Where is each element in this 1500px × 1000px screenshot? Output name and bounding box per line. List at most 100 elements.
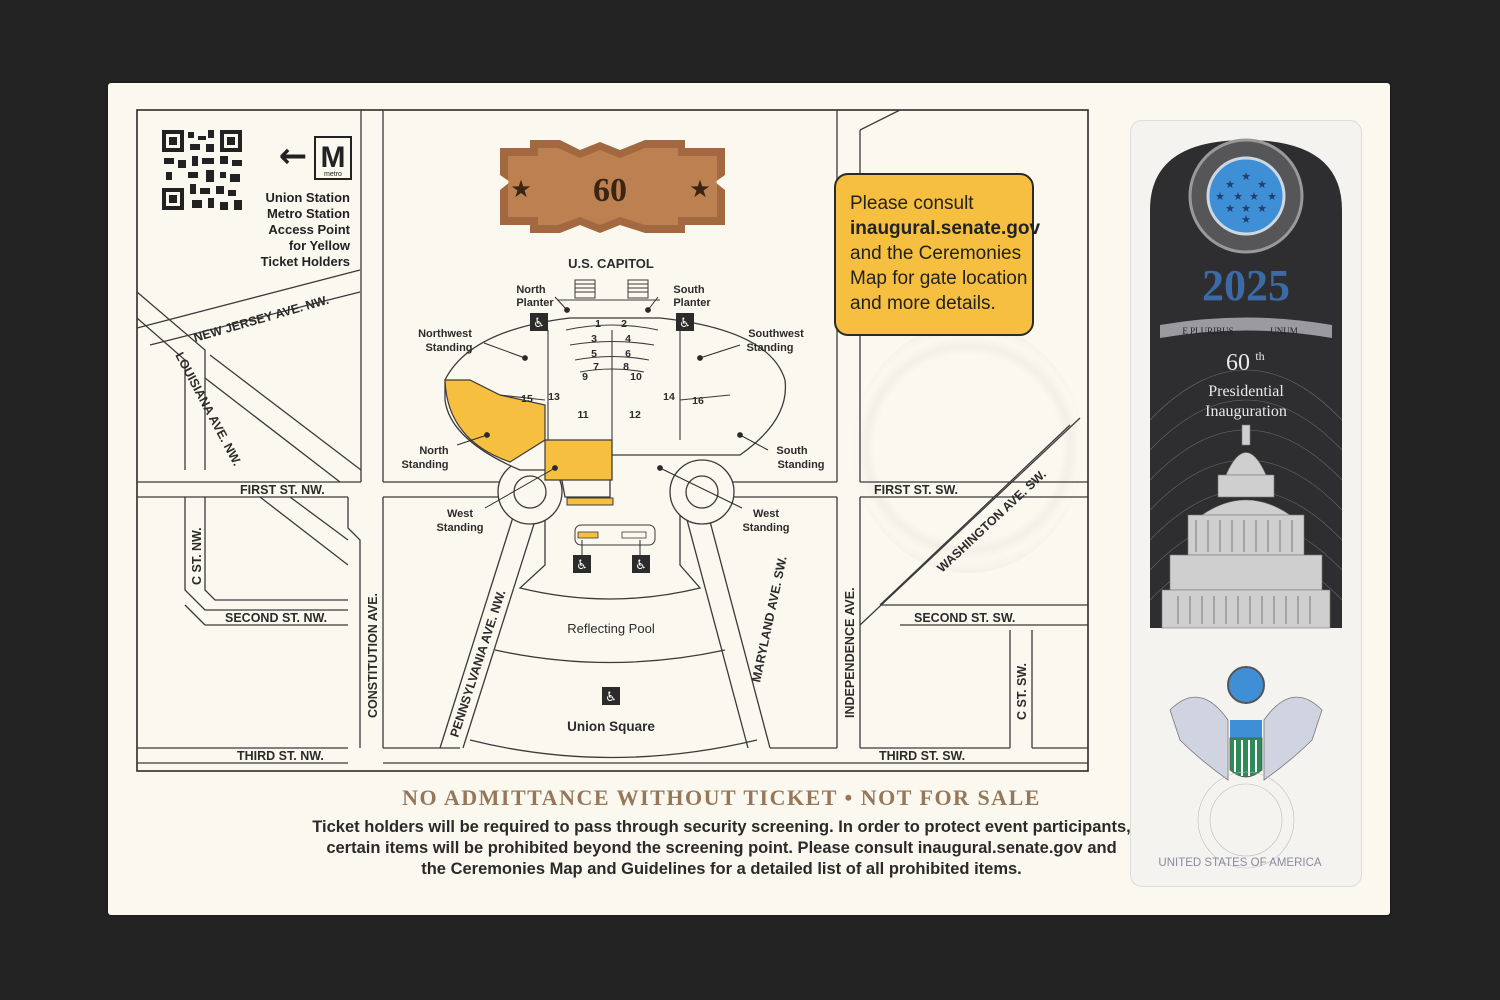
street-label-first-sw: FIRST ST. SW. [874,483,958,497]
svg-text:★: ★ [1233,190,1243,203]
southwest-standing-label-1: Southwest [748,328,804,340]
metro-access-note: Union Station Metro Station Access Point… [230,190,350,270]
west-standing-left-label-2: Standing [436,522,483,534]
street-label-independence: INDEPENDENCE AVE. [843,587,857,718]
northwest-standing-label-1: Northwest [418,328,472,340]
wheelchair-icon: ♿ [530,313,548,331]
svg-text:★: ★ [1225,202,1235,215]
hologram-strip: ★★★ ★★★★ ★★★ ★ 2025 E PLURIBUS UNUM 60 t… [1130,120,1362,887]
ticket-card: ♿ ♿ ♿ ♿ ♿ NEW JERSEY AVE. NW. LOUISIANA … [108,83,1390,915]
svg-text:★: ★ [1241,213,1251,226]
section-12: 12 [629,409,641,421]
section-11: 11 [577,409,588,421]
svg-text:★: ★ [1241,170,1251,183]
north-planter-label-1: North [516,284,546,296]
metro-line: for Yellow [288,238,350,253]
street-label-c-st-sw: C ST. SW. [1015,663,1029,720]
street-label-first-nw: FIRST ST. NW. [240,483,325,497]
section-14: 14 [663,391,675,403]
star-icon: ★ [689,175,711,203]
wheelchair-icon: ♿ [602,687,620,705]
section-13: 13 [548,391,560,403]
motto-right: UNUM [1270,326,1298,336]
section-5: 5 [591,348,597,360]
accessibility-icons: ♿ ♿ ♿ ♿ ♿ [530,313,694,705]
south-planter-label-1: South [673,284,704,296]
notice-line: Map for gate location [850,268,1028,289]
street-grid [136,109,1088,764]
notice-line: and more details. [850,293,996,314]
security-notice: Ticket holders will be required to pass … [108,817,1335,880]
section-1: 1 [595,318,601,330]
ceremonies-map: ♿ ♿ ♿ ♿ ♿ NEW JERSEY AVE. NW. LOUISIANA … [136,109,1089,772]
west-standing-right-label-2: Standing [742,522,789,534]
wheelchair-icon: ♿ [573,555,591,573]
section-16: 16 [692,395,704,407]
section-8: 8 [623,361,629,373]
section-3: 3 [591,333,597,345]
metro-logo-icon: M metro [314,136,352,180]
security-line: Ticket holders will be required to pass … [312,818,1131,836]
section-10: 10 [630,371,642,383]
notice-line: Please consult [850,193,974,214]
street-label-third-nw: THIRD ST. NW. [237,749,324,763]
svg-text:★: ★ [1241,202,1251,215]
hologram-ordinal-suffix: th [1255,349,1264,363]
north-planter-label-2: Planter [516,297,554,309]
metro-line: Ticket Holders [260,254,350,269]
street-label-louisiana: LOUISIANA AVE. NW. [172,350,244,468]
seal-number: 60 [593,172,627,209]
svg-text:♿: ♿ [635,558,647,573]
section-15: 15 [521,393,533,405]
svg-text:♿: ♿ [533,316,545,331]
section-4: 4 [625,333,631,345]
hologram-art: ★★★ ★★★★ ★★★ ★ 2025 E PLURIBUS UNUM 60 t… [1149,138,1343,869]
south-planter-label-2: Planter [673,297,711,309]
street-label-second-nw: SECOND ST. NW. [225,611,327,625]
svg-text:♿: ♿ [605,690,617,705]
west-standing-right-label-1: West [753,508,779,520]
motto-left: E PLURIBUS [1182,326,1233,336]
eagle-seal-icon [1169,666,1323,869]
svg-text:★: ★ [1249,190,1259,203]
svg-text:♿: ♿ [576,558,588,573]
svg-text:★: ★ [1257,178,1267,191]
country-label: UNITED STATES OF AMERICA [1158,857,1322,869]
street-label-constitution: CONSTITUTION AVE. [366,593,380,718]
star-icon: ★ [510,175,532,203]
hologram-line-1: Presidential [1208,383,1284,400]
street-label-c-st-nw: C ST. NW. [190,527,204,585]
street-label-pennsylvania: PENNSYLVANIA AVE. NW. [448,588,509,739]
wheelchair-icon: ♿ [632,555,650,573]
street-label-maryland: MARYLAND AVE. SW. [749,555,789,684]
svg-text:★: ★ [1215,190,1225,203]
section-9: 9 [582,371,588,383]
metro-line: Union Station [265,190,351,205]
north-standing-label-2: Standing [401,459,448,471]
metro-line: Metro Station [266,206,350,221]
hologram-ordinal: 60 [1226,350,1250,376]
section-6: 6 [625,348,631,360]
section-7: 7 [593,361,599,373]
street-label-second-sw: SECOND ST. SW. [914,611,1015,625]
south-standing-label-2: Standing [777,459,824,471]
notice-link[interactable]: inaugural.senate.gov [850,218,1041,239]
capitol-label: U.S. CAPITOL [568,256,654,271]
west-standing-left-label-1: West [447,508,473,520]
wheelchair-icon: ♿ [676,313,694,331]
metro-line: Access Point [268,222,350,237]
consult-notice-box: Please consult inaugural.senate.gov and … [834,173,1041,336]
embossed-seal [853,323,1083,573]
security-line: the Ceremonies Map and Guidelines for a … [421,860,1022,878]
qr-code [162,130,242,210]
hologram-line-2: Inauguration [1205,403,1287,420]
svg-text:♿: ♿ [679,316,691,331]
security-line: certain items will be prohibited beyond … [326,839,1117,857]
svg-text:metro: metro [324,171,342,178]
street-label-third-sw: THIRD ST. SW. [879,749,965,763]
left-arrow-icon: ← [279,136,308,176]
street-label-new-jersey: NEW JERSEY AVE. NW. [192,293,331,345]
union-square-label: Union Square [567,719,655,734]
svg-text:★: ★ [1225,178,1235,191]
section-2: 2 [621,318,627,330]
